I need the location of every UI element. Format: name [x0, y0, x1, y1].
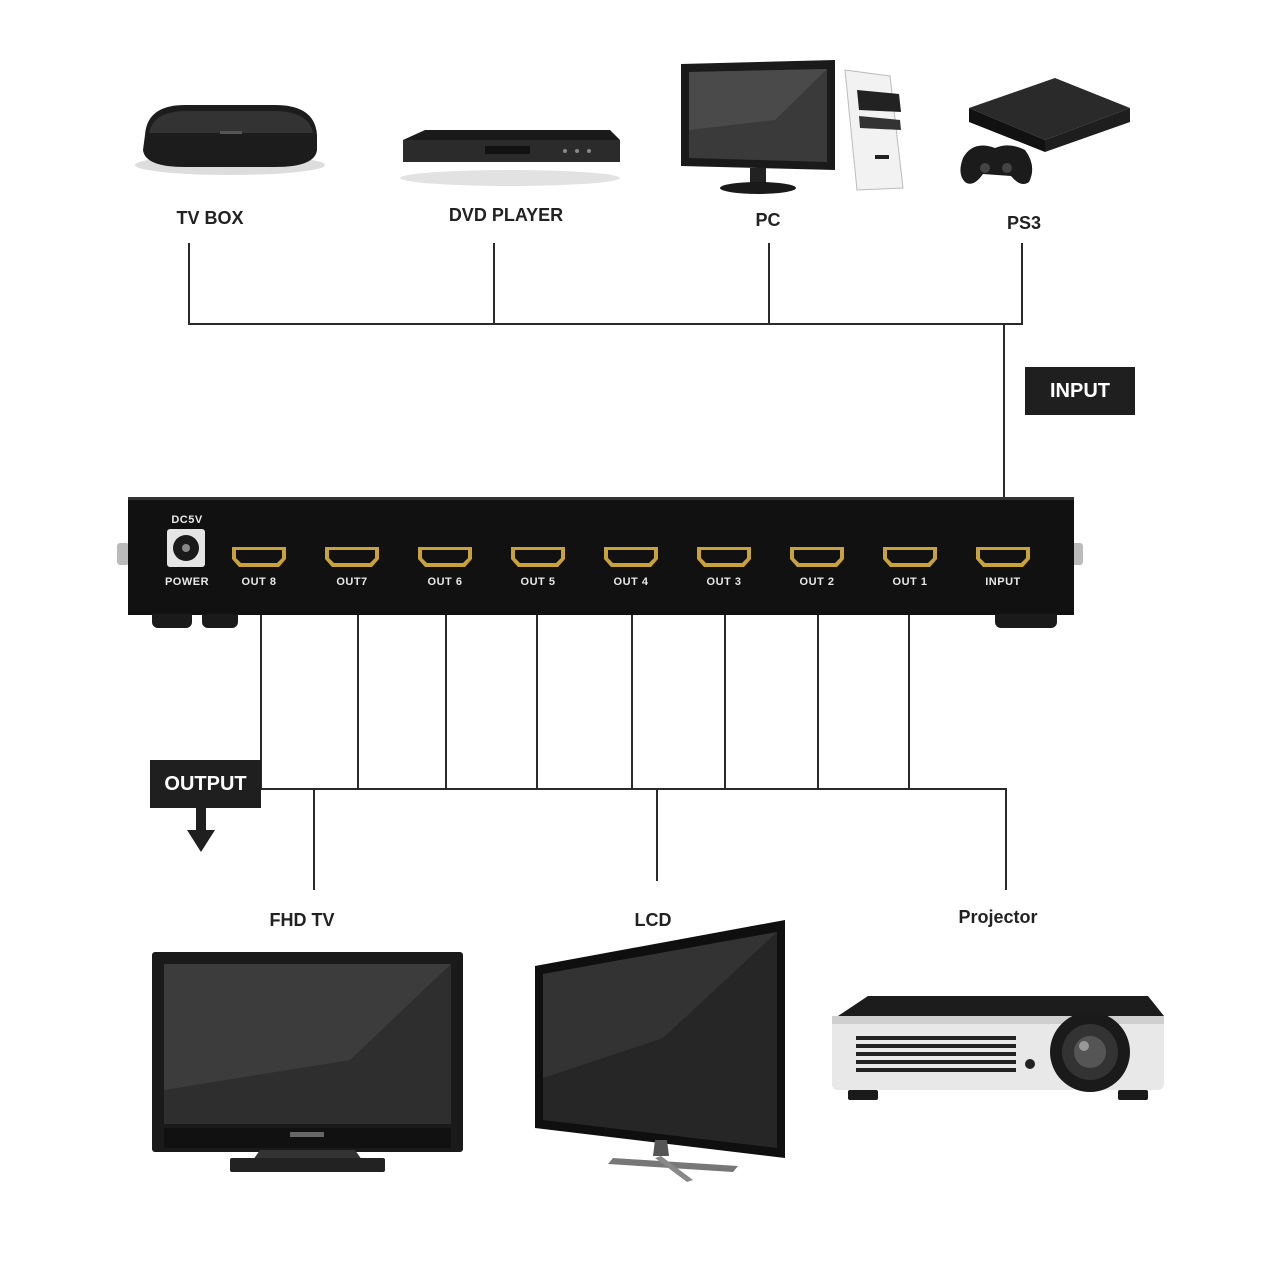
- output-tag: OUTPUT: [150, 760, 261, 808]
- input-bus-line: [188, 323, 1023, 325]
- output-device-label-projector: Projector: [958, 907, 1038, 927]
- input-device-label-dvd-player: DVD PLAYER: [448, 205, 564, 225]
- splitter-foot: [995, 614, 1057, 628]
- input-device-label-pc: PC: [755, 210, 781, 230]
- hdmi-port-out-2[interactable]: [789, 546, 845, 568]
- output-drop-out-2: [817, 615, 819, 790]
- output-feed-lcd: [656, 788, 658, 881]
- pc-icon: [675, 60, 910, 200]
- output-feed-projector: [1005, 788, 1007, 890]
- output-device-label-fhd-tv: FHD TV: [269, 910, 335, 930]
- hdmi-port-out-7[interactable]: [324, 546, 380, 568]
- output-drop-out-1: [908, 615, 910, 790]
- input-drop-dvd-player: [493, 243, 495, 325]
- hdmi-port-out-1[interactable]: [882, 546, 938, 568]
- output-drop-out-8: [260, 615, 262, 790]
- input-device-label-ps3: PS3: [1006, 213, 1042, 233]
- input-device-label-tv-box: TV BOX: [176, 208, 244, 228]
- hdmi-port-out-6[interactable]: [417, 546, 473, 568]
- tv-box-icon: [125, 95, 335, 185]
- port-label-out-4: OUT 4: [613, 576, 649, 588]
- output-feed-fhd-tv: [313, 788, 315, 890]
- splitter-foot: [152, 614, 192, 628]
- fhd-tv-icon: [150, 950, 465, 1175]
- power-jack-icon: [166, 528, 206, 568]
- power-label: POWER: [164, 576, 210, 588]
- port-label-out-1: OUT 1: [892, 576, 928, 588]
- dvd-player-icon: [395, 120, 625, 190]
- input-drop-tv-box: [188, 243, 190, 325]
- output-drop-out-6: [445, 615, 447, 790]
- port-label-out-7: OUT7: [336, 576, 368, 588]
- hdmi-port-input[interactable]: [975, 546, 1031, 568]
- output-device-label-lcd: LCD: [634, 910, 672, 930]
- hdmi-port-out-3[interactable]: [696, 546, 752, 568]
- splitter-side-screw-right: [1071, 543, 1083, 565]
- power-voltage-label: DC5V: [171, 514, 203, 526]
- input-drop-ps3: [1021, 243, 1023, 325]
- hdmi-port-out-5[interactable]: [510, 546, 566, 568]
- lcd-tv-icon: [533, 918, 788, 1183]
- output-drop-out-7: [357, 615, 359, 790]
- port-label-input: INPUT: [985, 576, 1021, 588]
- port-label-out-8: OUT 8: [241, 576, 277, 588]
- projector-icon: [828, 992, 1168, 1107]
- output-bus-line: [260, 788, 1007, 790]
- port-label-out-6: OUT 6: [427, 576, 463, 588]
- input-feed-line: [1003, 323, 1005, 548]
- output-drop-out-5: [536, 615, 538, 790]
- input-drop-pc: [768, 243, 770, 325]
- port-label-out-2: OUT 2: [799, 576, 835, 588]
- hdmi-port-out-4[interactable]: [603, 546, 659, 568]
- splitter-foot: [202, 614, 238, 628]
- output-drop-out-3: [724, 615, 726, 790]
- port-label-out-5: OUT 5: [520, 576, 556, 588]
- port-label-out-3: OUT 3: [706, 576, 742, 588]
- output-drop-out-4: [631, 615, 633, 790]
- down-arrow-icon: [187, 808, 215, 852]
- input-tag: INPUT: [1025, 367, 1135, 415]
- hdmi-port-out-8[interactable]: [231, 546, 287, 568]
- ps3-console-icon: [955, 70, 1135, 200]
- splitter-side-screw-left: [117, 543, 129, 565]
